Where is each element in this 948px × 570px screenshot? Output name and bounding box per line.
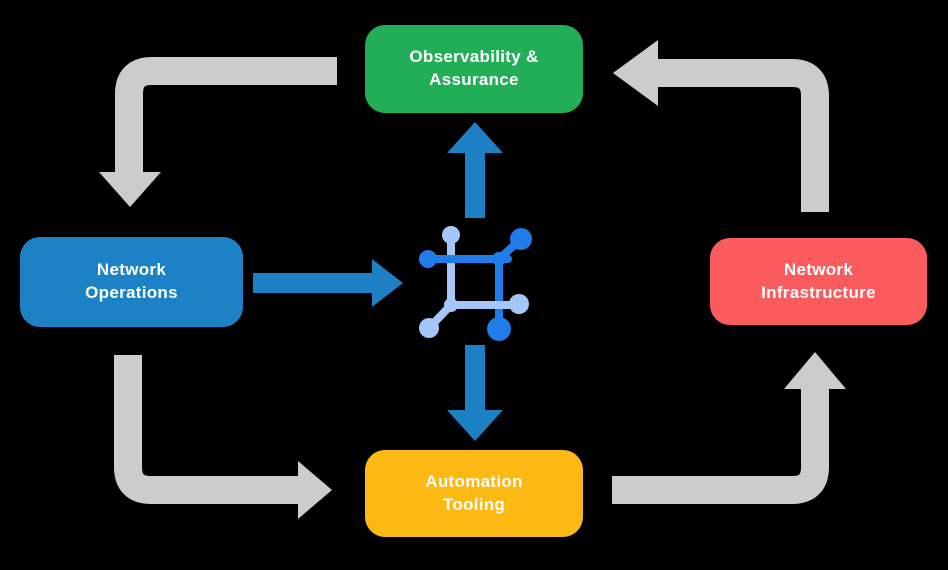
arrow-observability-to-operations-head — [99, 172, 161, 207]
mesh-top-right-node — [510, 228, 532, 250]
mesh-right-node — [509, 294, 529, 314]
arrow-center-to-observability-head — [447, 122, 503, 153]
arrow-operations-to-center-head — [372, 259, 403, 307]
arrow-operations-to-automation-head — [298, 461, 332, 519]
node-observability-assurance-label: Observability & Assurance — [409, 47, 539, 89]
node-network-operations: Network Operations — [20, 237, 243, 327]
arrow-infrastructure-to-observability-head — [613, 40, 658, 106]
mesh-top-node — [442, 226, 460, 244]
arrow-automation-to-infrastructure-head — [784, 352, 846, 389]
mesh-bottom-left-junction — [444, 298, 458, 312]
arrow-automation-to-infrastructure — [612, 388, 829, 504]
mesh-bottom-node — [487, 317, 511, 341]
node-network-infrastructure: Network Infrastructure — [710, 238, 927, 325]
arrow-center-to-automation-head — [447, 410, 503, 441]
mesh-top-right-junction — [492, 252, 506, 266]
mesh-bottom-left-node — [419, 318, 439, 338]
node-network-operations-label: Network Operations — [85, 260, 178, 302]
arrow-infrastructure-to-observability — [656, 59, 829, 212]
node-network-infrastructure-label: Network Infrastructure — [761, 259, 876, 302]
node-automation-tooling-label: Automation Tooling — [425, 471, 523, 514]
arrow-operations-to-automation — [114, 355, 299, 504]
node-observability-assurance: Observability & Assurance — [365, 25, 583, 113]
mesh-left-node — [419, 250, 437, 268]
node-automation-tooling: Automation Tooling — [365, 450, 583, 537]
arrow-observability-to-operations — [115, 57, 337, 173]
